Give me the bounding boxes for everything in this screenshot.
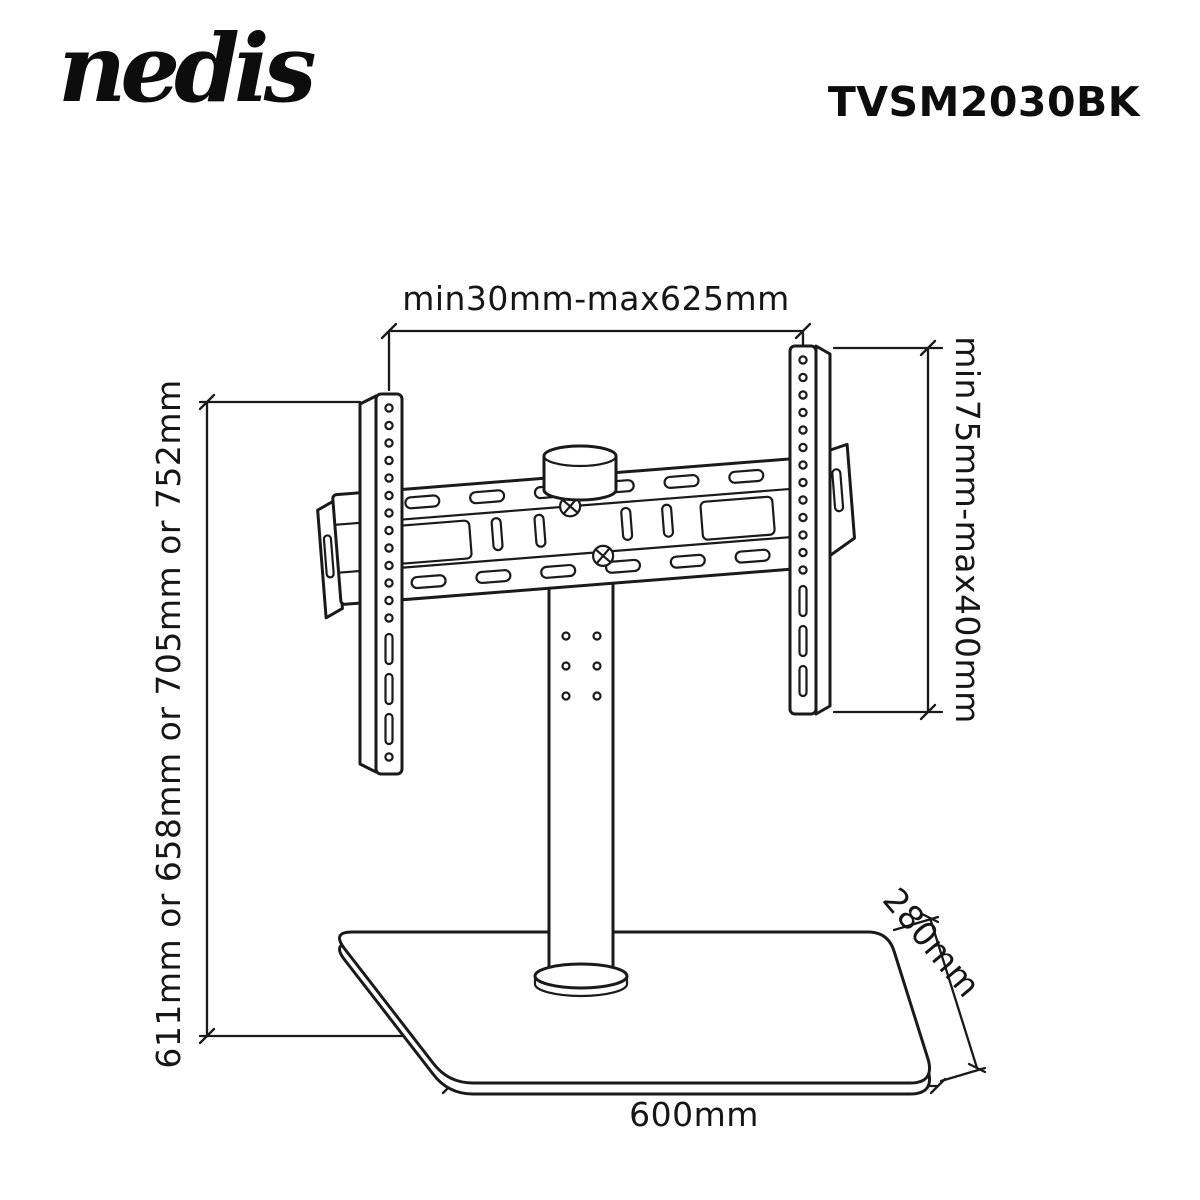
- column-base-collar-edge: [533, 974, 629, 998]
- vesa-hole: [798, 460, 808, 470]
- vesa-hole: [384, 595, 394, 606]
- vesa-slot: [798, 664, 808, 698]
- vesa-bracket-right-face: [788, 344, 818, 716]
- plate-slot: [620, 506, 634, 541]
- dimension-line: [198, 393, 409, 1045]
- column-sides: [547, 558, 615, 985]
- vesa-bracket-right-flange: [814, 344, 832, 716]
- vesa-hole: [384, 455, 394, 466]
- vesa-slot: [798, 584, 808, 618]
- base-plate: [338, 930, 932, 1096]
- vesa-hole: [384, 578, 394, 588]
- vesa-hole: [384, 560, 394, 571]
- brand-logo: nedis: [58, 14, 317, 124]
- right-tab-slot: [831, 468, 845, 513]
- vesa-slot: [384, 712, 394, 746]
- vesa-bracket-right-holes: [798, 355, 808, 698]
- column-holes: [561, 631, 602, 701]
- stand-drawing: [316, 344, 932, 1096]
- vesa-hole: [384, 752, 394, 762]
- column-hole: [561, 631, 571, 641]
- vesa-hole: [798, 495, 808, 505]
- model-number: TVSM2030BK: [827, 78, 1140, 126]
- dimension-left: 611mm or 658mm or 705mm or 752mm: [149, 379, 409, 1069]
- vesa-hole: [384, 490, 394, 501]
- left-tab-slot: [322, 534, 335, 579]
- vesa-hole: [384, 508, 394, 518]
- vesa-slot: [384, 632, 394, 666]
- screw-cross: [594, 547, 612, 565]
- vesa-hole: [384, 525, 394, 536]
- plate-slot: [604, 558, 642, 574]
- vesa-bracket-left-holes: [384, 403, 394, 762]
- column-hole: [592, 661, 602, 671]
- plate-slot: [404, 494, 441, 510]
- vesa-hole: [384, 438, 394, 448]
- column-hole: [561, 691, 571, 701]
- dimension-line: [892, 912, 987, 1083]
- vesa-hole: [798, 565, 808, 575]
- vesa-slot: [798, 624, 808, 658]
- wall-plate-cutout-right: [699, 495, 776, 541]
- column-base-collar: [533, 962, 629, 990]
- vesa-hole: [798, 530, 808, 540]
- plate-slot: [490, 517, 504, 552]
- pivot-cap-top: [542, 444, 618, 468]
- plate-slot: [663, 473, 700, 489]
- vesa-hole: [798, 390, 808, 400]
- vesa-hole: [798, 372, 808, 383]
- column-hole: [592, 631, 602, 641]
- plate-slot: [533, 513, 547, 548]
- vesa-hole: [384, 420, 394, 431]
- pivot-cap: [542, 444, 618, 502]
- plate-slot: [475, 569, 512, 585]
- plate-slot: [734, 548, 771, 564]
- vesa-hole: [384, 403, 394, 413]
- vesa-bracket-left-face: [374, 392, 404, 776]
- vesa-hole: [384, 473, 394, 483]
- vesa-hole: [798, 477, 808, 488]
- plate-slot: [410, 574, 447, 590]
- dimension-top: min30mm-max625mm: [380, 279, 812, 392]
- plate-slot: [540, 563, 577, 579]
- vesa-hole: [384, 613, 394, 623]
- vesa-hole: [798, 407, 808, 418]
- vesa-bracket-right: [788, 344, 832, 716]
- column-hole: [561, 661, 571, 671]
- dimension-label-top: min30mm-max625mm: [402, 279, 790, 318]
- vesa-hole: [798, 442, 808, 453]
- column-body: [549, 560, 613, 983]
- vesa-hole: [798, 355, 808, 365]
- dimension-label-left: 611mm or 658mm or 705mm or 752mm: [149, 379, 188, 1068]
- vesa-hole: [384, 543, 394, 553]
- dimension-line: [380, 322, 812, 392]
- vesa-hole: [798, 547, 808, 558]
- dimension-right: min75mm-max400mm: [832, 336, 987, 724]
- pivot-cap-body: [542, 444, 618, 502]
- dimension-label-bottom: 600mm: [629, 1095, 759, 1134]
- vesa-hole: [798, 512, 808, 523]
- vesa-bracket-left: [358, 392, 404, 776]
- dimension-line: [832, 339, 944, 721]
- plate-slot: [669, 553, 706, 569]
- vesa-bracket-left-flange: [358, 394, 378, 774]
- column: [533, 558, 629, 998]
- column-hole: [592, 691, 602, 701]
- plate-slot: [728, 468, 765, 484]
- plate-slot: [661, 503, 675, 538]
- plate-slot: [469, 489, 506, 505]
- dimension-label-right: min75mm-max400mm: [948, 336, 987, 724]
- vesa-slot: [384, 672, 394, 706]
- vesa-hole: [798, 425, 808, 435]
